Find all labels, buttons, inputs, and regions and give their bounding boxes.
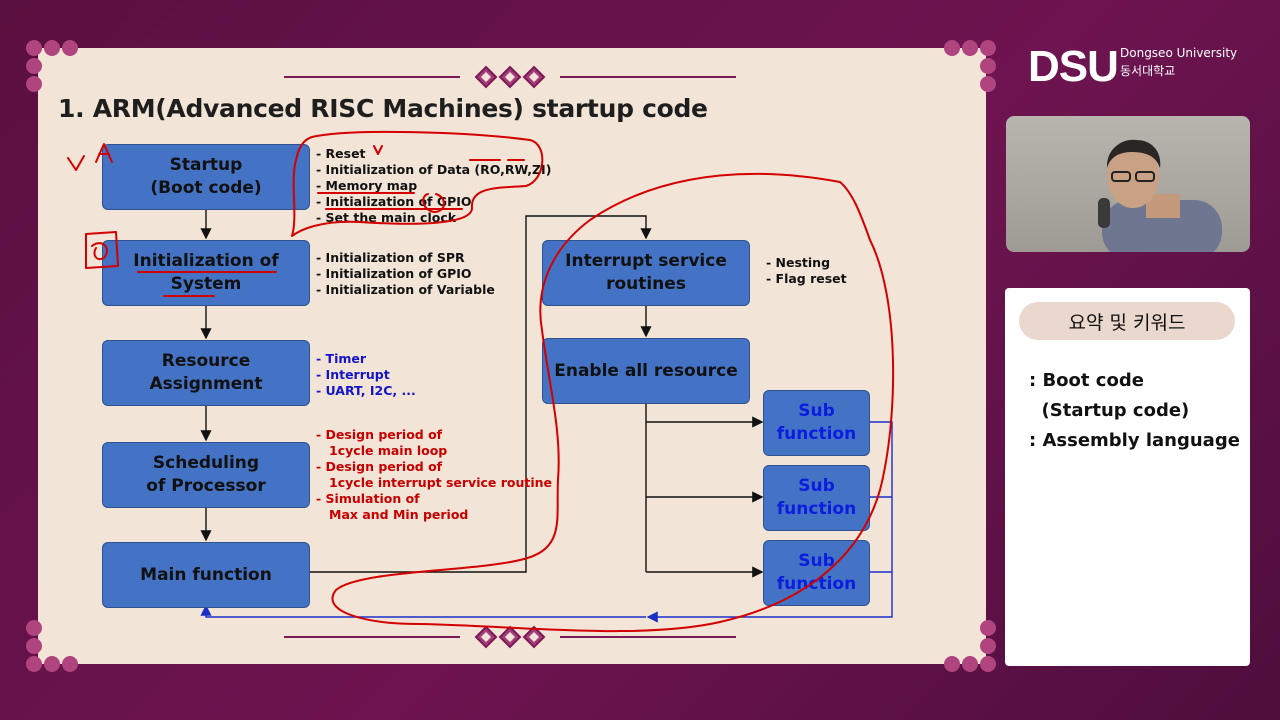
notes-init-system: - Initialization of SPR - Initialization… xyxy=(316,250,495,297)
annotation-big-loop xyxy=(331,172,895,633)
arrow-main-to-isr xyxy=(310,215,652,573)
university-logo: DSU Dongseo University 동서대학교 xyxy=(1028,42,1237,91)
keyword-item: (Startup code) xyxy=(1029,400,1190,421)
notes-isr: - Nesting - Flag reset xyxy=(766,255,847,286)
annotation-letter-a xyxy=(95,143,113,163)
summary-heading: 요약 및 키워드 xyxy=(1019,302,1235,340)
annotation-check-mark xyxy=(67,155,85,171)
logo-name-en: Dongseo University xyxy=(1120,46,1238,60)
logo-mark: DSU xyxy=(1028,42,1119,91)
summary-panel: 요약 및 키워드 : Boot code (Startup code) : As… xyxy=(1005,288,1250,666)
presenter-icon xyxy=(1098,139,1222,252)
keyword-item: : Boot code xyxy=(1029,370,1144,391)
annotation-loop-startup-notes xyxy=(291,130,544,237)
notes-resource: - Timer - Interrupt - UART, I2C, ... xyxy=(316,351,416,398)
annotation-circle-gpio xyxy=(422,193,445,213)
logo-name-ko: 동서대학교 xyxy=(1120,64,1176,78)
presenter-webcam xyxy=(1006,116,1250,252)
return-to-main xyxy=(200,604,646,618)
annotation-letter-c-box xyxy=(85,231,119,269)
notes-scheduling: - Design period of 1cycle main loop - De… xyxy=(316,427,553,522)
annotation-small-check xyxy=(373,145,383,155)
box-enable-resource: Enable all resource xyxy=(542,338,750,404)
return-sub-to-enable xyxy=(646,421,893,623)
keyword-item: : Assembly language xyxy=(1029,430,1240,451)
slide-title: 1. ARM(Advanced RISC Machines) startup c… xyxy=(58,94,708,123)
box-main-function: Main function xyxy=(102,542,310,608)
box-startup: Startup(Boot code) xyxy=(102,144,310,210)
